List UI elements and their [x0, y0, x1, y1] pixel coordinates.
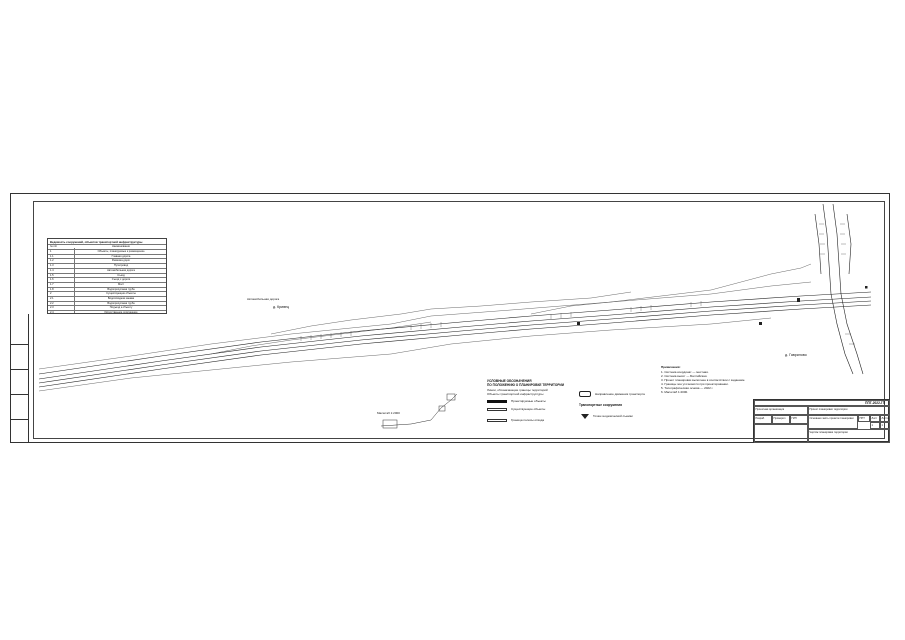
row-number: 1.3 — [50, 264, 54, 268]
row-name: Мост — [117, 282, 125, 286]
note-line: 1. Система координат — местная. — [661, 370, 709, 374]
village-right-label: д. Гаврилово — [785, 353, 807, 357]
transport-structure-icon — [579, 391, 591, 397]
row-number: 1 — [50, 250, 52, 253]
table-row: 1.8 Водопропускная труба — [48, 286, 166, 293]
scale-note: Масштаб 1:2000 — [377, 411, 400, 415]
legend-item-2: Объекты транспортной инфраструктуры — [487, 392, 544, 396]
row-name: Развязка дорог — [111, 259, 131, 263]
row-number: 1.8 — [50, 287, 54, 291]
survey-label: Точка геодезической съемки — [593, 414, 633, 418]
note-line: 2. Система высот — Балтийская. — [661, 374, 708, 378]
survey-point-icon — [581, 414, 589, 419]
notes-heading: Примечания: — [661, 365, 681, 369]
legend-swatch-boundary — [487, 419, 507, 422]
drawing-frame — [33, 201, 885, 439]
table-row: 2 Существующие объекты — [48, 291, 166, 297]
row-name: Съезд — [117, 273, 125, 277]
row-number: 1.4 — [50, 268, 54, 272]
row-name: Существующие объекты — [106, 292, 136, 296]
row-number: 1.1 — [50, 254, 54, 258]
row-name: Главная дорога — [111, 254, 131, 258]
note-line: 5. Топографическая основа — 2022 г. — [661, 386, 714, 390]
building-plan — [380, 393, 458, 429]
legend-swatch-black — [487, 400, 507, 403]
note-line: 4. Границы зон уточняются при проектиров… — [661, 382, 729, 386]
title-block: ППТ-2022-ГП Проект планировки территории… — [753, 399, 890, 443]
row-number: 2 — [50, 292, 52, 296]
sheet-title: Основная часть проекта планировки — [808, 415, 858, 429]
slope-hatching — [300, 301, 702, 341]
row-name: Съезд с дороги — [111, 278, 131, 282]
row-number: 1.5 — [50, 273, 54, 277]
legend-item-4: Существующие объекты — [511, 407, 546, 411]
drawing-sheet: Ведомость сооружений, объектов транспорт… — [10, 193, 890, 443]
stamp-role-2: Проверил — [772, 415, 790, 424]
table-row: 2.1 Водоотводная канава — [48, 296, 166, 302]
note-line: 3. Проект планировки выполнен в соответс… — [661, 378, 746, 382]
map-markers — [577, 286, 868, 325]
road-label: Автомобильная дорога — [247, 297, 280, 301]
legend-item-5: Граница полосы отвода — [511, 418, 545, 422]
project-code: ППТ-2022-ГП — [754, 400, 890, 406]
row-name: Искусственное сооружение — [104, 311, 138, 315]
stamp-org: Проектная организация — [754, 406, 808, 415]
cross-road — [814, 203, 864, 375]
row-name: Автомобильная дорога — [107, 268, 135, 272]
legend-item-3: Проектируемые объекты — [511, 399, 546, 403]
legend-subheading: ПО ПОЛОЖЕНИЮ О ПЛАНИРОВКЕ ТЕРРИТОРИИ — [487, 383, 565, 387]
boundary-lines — [38, 263, 812, 392]
legend-heading: УСЛОВНЫЕ ОБОЗНАЧЕНИЯ — [487, 379, 532, 383]
row-name: Водоотводная канава — [107, 297, 135, 300]
transport-label: Транспортные сооружения — [579, 403, 623, 407]
binding-strip — [11, 314, 29, 443]
road-plan-map — [38, 203, 872, 429]
table-row: 1.4 Автомобильная дорога — [48, 267, 166, 274]
row-name: Подъезд к объекту — [109, 306, 133, 310]
structures-table: Ведомость сооружений, объектов транспорт… — [47, 238, 167, 314]
row-number: 2.3 — [50, 306, 54, 310]
stamp-role-1: Разраб. — [754, 415, 772, 424]
table-row: 1.1 Главная дорога — [48, 253, 166, 260]
stage: ППТ — [858, 415, 870, 422]
row-number: 2.4 — [50, 311, 54, 315]
sheets-number: 1 — [880, 422, 890, 429]
note-line: 6. Масштаб 1:2000. — [661, 390, 689, 394]
table-row: 1.6 Съезд с дороги — [48, 277, 166, 283]
table-row: 1.7 Мост — [48, 281, 166, 288]
table-row: 1 Объекты, планируемые к размещению — [48, 249, 166, 255]
row-name: Водопропускная труба — [107, 287, 135, 291]
legend-swatch-outline — [487, 408, 507, 411]
direction-label: Направление движения транспорта — [595, 392, 645, 396]
row-name: Объекты, планируемые к размещению — [97, 250, 145, 253]
village-left-label: д. Кривец — [273, 305, 290, 309]
row-number: 2.1 — [50, 297, 54, 300]
sheet-label: Лист — [870, 415, 880, 422]
sheet-number: 1 — [870, 422, 880, 429]
table-header-row: № п/п Наименование — [48, 244, 166, 250]
sheets-label: Листов — [880, 415, 890, 422]
stamp-blank — [754, 424, 808, 443]
row-name: Водопропускная труба — [107, 301, 135, 305]
table-row: 2.3 Подъезд к объекту — [48, 305, 166, 311]
legend-item-1: Линии, обозначающие границы территорий — [487, 388, 548, 392]
table-row: 1.5 Съезд — [48, 272, 166, 279]
table-row: 1.2 Развязка дорог — [48, 258, 166, 264]
row-number: 2.2 — [50, 301, 54, 305]
table-row: 1.3 Путепровод — [48, 263, 166, 269]
structures-table-title: Ведомость сооружений, объектов транспорт… — [50, 240, 143, 244]
table-row: 2.2 Водопропускная труба — [48, 300, 166, 307]
table-row: 2.4 Искусственное сооружение — [48, 310, 166, 316]
cross-road-hatch — [819, 223, 855, 345]
row-number: 1.7 — [50, 282, 54, 286]
project-title: Проект планировки территории — [808, 406, 890, 415]
drawing-title: Чертёж планировки территории — [808, 429, 890, 443]
row-number: 1.6 — [50, 278, 54, 282]
stamp-role-3: ГИП — [790, 415, 808, 424]
row-number: 1.2 — [50, 259, 54, 263]
row-name: Путепровод — [113, 264, 129, 268]
